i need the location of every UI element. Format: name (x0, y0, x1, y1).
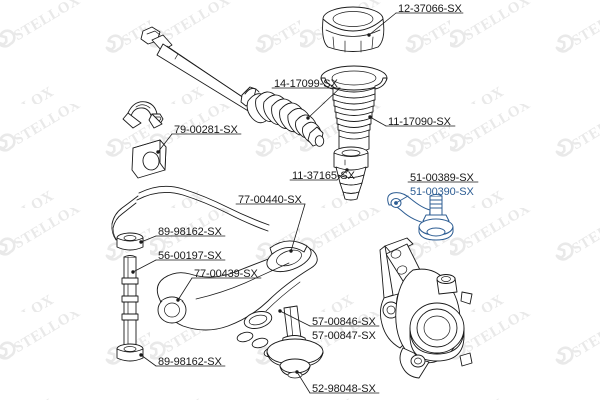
part-label-ball-joint[interactable]: 52-98048-SX (312, 383, 376, 395)
part-label-bump-stop[interactable]: 11-37165-SX (292, 170, 355, 182)
part-label-strut-dust-boot[interactable]: 11-17090-SX (388, 116, 451, 128)
part-label-control-arm-right[interactable]: 57-00847-SX (312, 330, 376, 342)
part-label-control-arm-left[interactable]: 57-00846-SX (312, 316, 376, 328)
part-label-stabilizer-bar-bushing[interactable]: 79-00281-SX (174, 124, 238, 136)
part-label-tie-rod-end-selected[interactable]: 51-00390-SX (410, 186, 474, 198)
part-label-stabilizer-link-bushing-lower[interactable]: 89-98162-SX (158, 356, 222, 368)
part-label-control-arm-rear-bushing[interactable]: 77-00440-SX (238, 194, 302, 206)
part-label-stabilizer-link[interactable]: 56-00197-SX (158, 250, 222, 262)
part-label-steering-rack-boot[interactable]: 14-17099-SX (274, 78, 338, 90)
part-label-stabilizer-link-bushing-upper[interactable]: 89-98162-SX (158, 226, 222, 238)
part-label-control-arm-front-bushing[interactable]: 77-00439-SX (194, 268, 258, 280)
part-label-tie-rod-end[interactable]: 51-00389-SX (410, 172, 474, 184)
part-label-strut-mount[interactable]: 12-37066-SX (398, 3, 462, 15)
